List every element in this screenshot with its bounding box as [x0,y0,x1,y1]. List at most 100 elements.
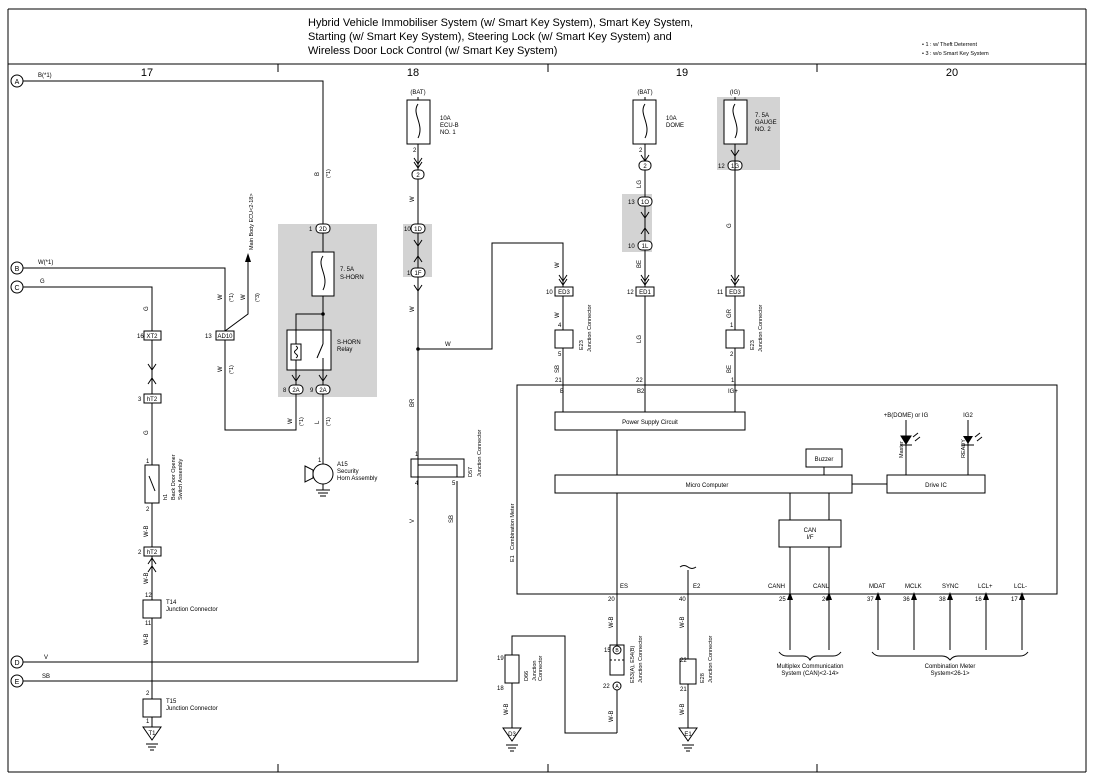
arrow-icon [640,211,650,219]
horn-icon [312,463,334,485]
connector-ed1-label: ED1 [639,290,651,296]
junction-t15 [142,698,162,718]
fuse-icon [732,103,738,139]
wire-star1-label: (*1) [299,417,305,426]
brace-icon [871,651,1029,661]
wire-v-label: V [410,519,416,523]
wire-w-label: W [445,342,451,348]
arrow-up-icon [947,592,953,600]
connector-ht2-bottom-label: hT2 [147,550,158,556]
connector-xt2-label: XT2 [146,334,158,340]
meter-ref: E1 [510,555,516,562]
meter-pin-20: 20 [608,597,615,603]
meter-pin-25: 25 [779,597,786,603]
arrow-icon [730,278,740,286]
coil-icon [294,345,298,359]
connector-2a-left-label: 2A [292,388,299,394]
shorn-relay-group: B (*1) 2D 1 7. 5A S-HORN S-HORN Relay 2A… [283,169,364,464]
e53-name: Junction Connector [638,635,644,683]
meter-pin-36: 36 [903,597,910,603]
arrow-icon [147,557,157,565]
meter-pin-26: 26 [822,597,829,603]
note-3: • 3 : w/o Smart Key System [922,51,989,57]
meter-pin-16: 16 [975,597,982,603]
e23b-pin-2: 2 [730,352,734,358]
column-20: 20 [946,67,958,79]
t14-name: Junction Connector [166,607,218,613]
arrow-up-icon [911,592,917,600]
led-icon [963,436,973,444]
signal-A: A B(*1) [10,73,324,224]
wire-lg-label: LG [637,180,643,188]
wire-w-label: W [218,366,224,372]
fuse-icon [642,103,648,139]
gauge-pin: 12 [718,164,725,170]
wire-c-label: G [40,279,45,285]
horn-bell-icon [304,465,314,483]
e23b-pin-1: 1 [730,323,734,329]
door-switch-ref: h1 [163,494,169,500]
connector-2-label: 2 [416,173,420,179]
wire-br-label: BR [410,398,416,407]
horn-name-1: Security [337,469,359,475]
t14-pin-12: 12 [145,593,152,599]
wire-star1-label: (*1) [229,365,235,374]
wire-g-label: G [144,306,150,311]
connector-2 [411,169,425,180]
shorn-fuse-name: S-HORN [340,275,364,281]
connector-2-dome-label: 2 [643,164,647,170]
connector-ht2-bottom [143,546,162,557]
dome-fuse-name: DOME [666,123,684,129]
connector-1d-pin: 10 [404,227,411,233]
d66-name-2: Connector [538,655,544,681]
connector-xt2-pin: 16 [137,334,144,340]
diagram-title: Hybrid Vehicle Immobiliser System (w/ Sm… [308,17,693,57]
arrow-icon [413,284,423,292]
d57-pin-5: 5 [452,481,456,487]
arrow-icon [413,239,423,247]
connector-ed1-pin: 12 [627,290,634,296]
door-switch-pin-2: 2 [146,507,150,513]
signal-D: D V [10,481,419,669]
connector-2-dome [638,160,652,171]
junction-e23-b [725,329,745,349]
ground-e1-label: E1 [684,732,692,738]
t14-pin-11: 11 [145,621,152,627]
meter-pin-40: 40 [679,597,686,603]
wire-be-label: BE [637,260,643,268]
t14-ref: T14 [166,600,177,606]
junction-t14 [142,599,162,619]
wire-w-label: W [288,418,294,424]
wire-w-label: W [218,294,224,300]
arrow-icon [413,161,423,169]
wire-w-label: W [410,196,416,202]
e28-name: Junction Connector [708,635,714,683]
main-body-ecu-ref: Main Body ECU<2-18> [249,193,255,250]
can-if [778,519,842,548]
signal-E: E SB [10,481,458,688]
column-18: 18 [407,67,419,79]
e53-b-icon [612,645,622,655]
relay-contact-icon [316,343,324,359]
connector-1o [637,196,653,207]
dome-source: (BAT) [637,90,652,96]
e53-ref: E53(A), E54(B) [630,646,636,683]
signal-B: B W(*1) [10,260,226,331]
led-master-label: Master [899,441,905,458]
connector-1l [637,240,653,251]
wire-wb-label: W-B [144,633,150,645]
wire-w-label: W [410,306,416,312]
connector-ed3-left-pin: 10 [546,290,553,296]
wire-w-label: W [555,262,561,268]
wire-w-label: W [241,294,247,300]
connector-ed3-left [554,286,574,297]
e53-letter-a: A [615,684,619,690]
connector-ed3-left-label: ED3 [558,290,570,296]
buzzer-label: Buzzer [815,457,834,463]
arrow-up-icon [787,592,793,600]
arrow-icon [558,274,568,282]
wire-wb-label: W-B [609,616,615,628]
diagram-frame [7,8,1087,773]
arrow-up-icon [1019,592,1025,600]
